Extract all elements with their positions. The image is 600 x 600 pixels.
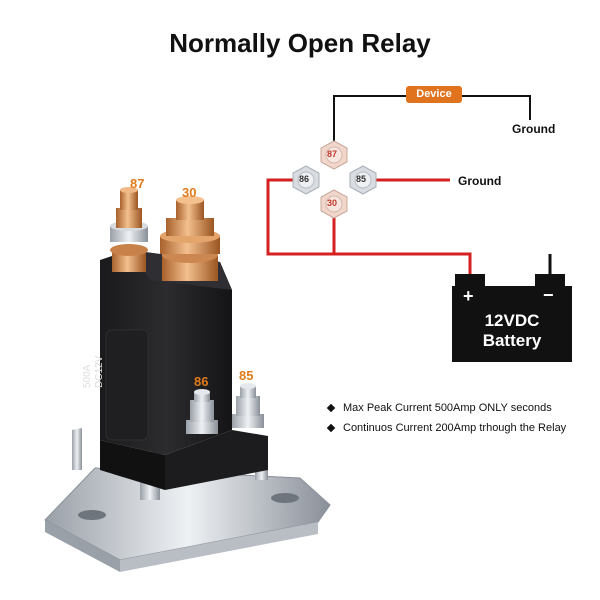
terminal-87-label: 87 <box>130 176 145 191</box>
spec-note: Continuos Current 200Amp trhough the Rel… <box>326 422 567 434</box>
nut-30-label: 30 <box>327 198 338 208</box>
terminal-87-post <box>110 187 148 272</box>
terminal-30-label: 30 <box>182 185 197 200</box>
battery-voltage: 12VDC <box>484 311 540 330</box>
ground-label-middle: Ground <box>458 174 502 188</box>
terminal-30-post <box>160 196 220 281</box>
device-tag: Device <box>406 86 462 103</box>
spec-note: Max Peak Current 500Amp ONLY seconds <box>326 402 566 414</box>
nut-86-label: 86 <box>299 174 310 184</box>
spec-note-text: Max Peak Current 500Amp ONLY seconds <box>343 402 552 414</box>
diamond-bullet-icon <box>326 403 336 413</box>
terminal-86-post <box>186 389 218 434</box>
spec-note-text: Continuos Current 200Amp trhough the Rel… <box>343 422 567 434</box>
battery-label: Battery <box>482 331 542 350</box>
battery <box>452 274 572 362</box>
black-wires <box>333 95 531 143</box>
diamond-bullet-icon <box>326 423 336 433</box>
terminal-86-label: 86 <box>194 374 209 389</box>
terminal-85-post <box>232 383 264 428</box>
red-wires <box>266 178 472 282</box>
battery-plus-sign: + <box>463 286 474 306</box>
nut-87-label: 87 <box>327 149 338 159</box>
page-title: Normally Open Relay <box>169 28 431 58</box>
nut-85 <box>349 165 377 195</box>
spec-notes: Max Peak Current 500Amp ONLY seconds Con… <box>326 402 567 442</box>
nut-30 <box>320 189 348 219</box>
ground-label-top: Ground <box>512 122 556 136</box>
terminal-85-label: 85 <box>239 368 254 383</box>
nut-86 <box>292 165 320 195</box>
nut-85-label: 85 <box>356 174 367 184</box>
battery-minus-sign: − <box>543 285 554 305</box>
nut-87 <box>320 140 348 170</box>
